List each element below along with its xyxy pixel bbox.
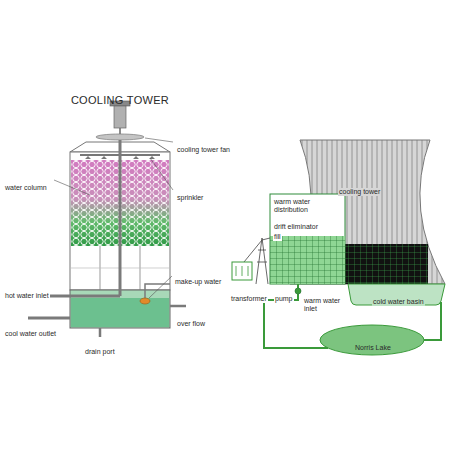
part-label: cold water basin: [372, 298, 425, 306]
label-anchor: over flow: [176, 312, 206, 330]
part-label: Norris Lake: [354, 344, 392, 352]
float-valve: [140, 298, 150, 304]
water-basin: [71, 298, 169, 327]
power-pylon: [262, 238, 270, 240]
power-pylon: [258, 250, 266, 251]
label-anchor: cool water outlet: [4, 322, 57, 340]
part-label: sprinkler: [176, 194, 204, 202]
pipes: [28, 317, 70, 320]
label-anchor: drift eliminator: [273, 215, 319, 233]
part-label: fill: [273, 233, 282, 241]
leader-lines: [150, 158, 173, 190]
label-anchor: warm water distribution: [273, 198, 333, 216]
green-pipes: [297, 284, 299, 288]
green-pipes: [424, 302, 441, 340]
label-anchor: cold water basin: [372, 290, 425, 308]
part-label: hot water inlet: [4, 292, 50, 300]
part-label: cooling tower: [338, 188, 381, 196]
cold-water-basin: [348, 284, 445, 305]
part-label: warm water distribution: [273, 198, 333, 213]
label-anchor: COOLING TOWER: [70, 90, 170, 108]
label-anchor: cooling tower fan: [176, 138, 231, 156]
part-label: water column: [4, 184, 48, 192]
fill-section: [270, 194, 345, 284]
part-label: over flow: [176, 320, 206, 328]
diagram-title: COOLING TOWER: [70, 94, 170, 106]
leader-lines: [54, 180, 90, 195]
label-anchor: make-up water: [174, 270, 222, 288]
fill-section: [270, 236, 345, 284]
label-anchor: transformer: [230, 287, 268, 305]
tower-fan: [114, 106, 126, 128]
leader-lines: [145, 138, 173, 142]
label-anchor: cooling tower: [338, 180, 381, 198]
tower-fan: [96, 101, 144, 140]
tower-interior: [345, 244, 428, 284]
leader-lines: [149, 276, 172, 298]
label-anchor: warm water inlet: [303, 297, 343, 315]
label-anchor: pump: [274, 287, 294, 305]
transformer-symbol: [232, 262, 252, 280]
cold-water-basin: [348, 284, 445, 305]
pump-symbol: [295, 288, 301, 294]
part-label: cool water outlet: [4, 330, 57, 338]
part-label: drift eliminator: [273, 223, 319, 231]
label-anchor: Norris Lake: [354, 336, 392, 354]
label-anchor: hot water inlet: [4, 284, 50, 302]
part-label: transformer: [230, 295, 268, 303]
pump-symbol: [295, 288, 301, 294]
fill-section: [270, 194, 345, 284]
water-column-pipe: [119, 140, 122, 296]
pipes: [99, 328, 102, 337]
float-valve: [140, 298, 150, 304]
power-pylon: [257, 262, 267, 263]
label-anchor: drain port: [84, 340, 116, 358]
part-label: pump: [274, 295, 294, 303]
part-label: drain port: [84, 348, 116, 356]
transformer-symbol: [236, 266, 237, 276]
part-label: cooling tower fan: [176, 146, 231, 154]
pipes: [145, 284, 170, 300]
transformer-symbol: [232, 262, 252, 280]
tower-interior: [345, 244, 428, 284]
transformer-symbol: [242, 266, 243, 276]
transformer-symbol: [248, 266, 249, 276]
tower-interior: [345, 244, 428, 284]
leader-lines: [54, 138, 173, 298]
green-pipes: [264, 284, 441, 348]
pipes: [170, 305, 186, 308]
lake: [320, 325, 424, 355]
fill-section: [270, 236, 345, 284]
tower-fan: [96, 134, 144, 140]
lake: [320, 325, 424, 355]
power-pylon: [244, 240, 262, 262]
water-column-pipe: [120, 140, 121, 296]
part-label: warm water inlet: [303, 297, 343, 312]
label-anchor: sprinkler: [176, 186, 204, 204]
label-anchor: water column: [4, 176, 48, 194]
part-label: make-up water: [174, 278, 222, 286]
